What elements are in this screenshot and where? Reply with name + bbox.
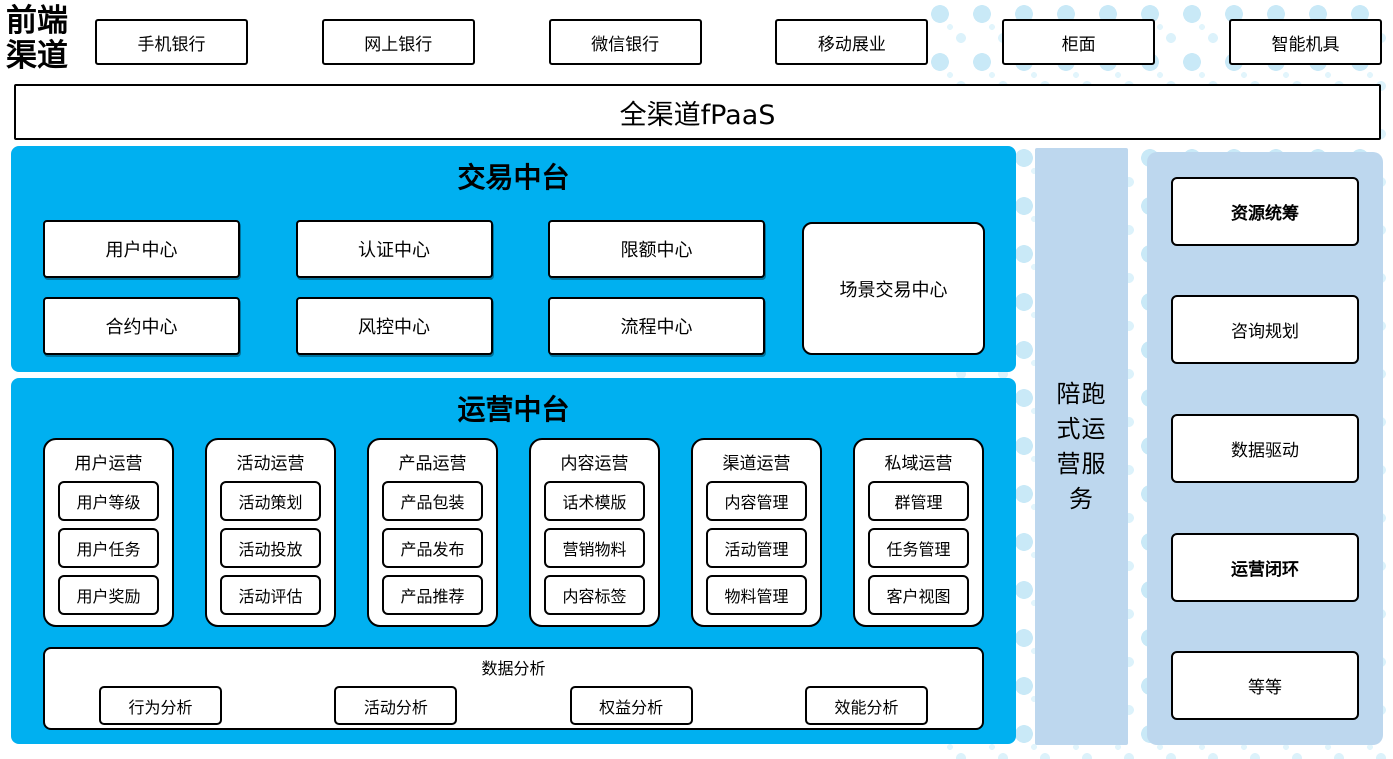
operation-column-title: 活动运营 xyxy=(236,454,305,474)
transaction-center-box: 流程中心 xyxy=(548,297,765,355)
service-item-box: 等等 xyxy=(1171,651,1359,721)
channel-box: 智能机具 xyxy=(1228,19,1382,65)
operation-item-box: 用户任务 xyxy=(58,528,159,568)
operation-item-box: 活动管理 xyxy=(706,528,807,568)
operation-item-box: 活动评估 xyxy=(220,575,321,615)
operation-item-box: 产品发布 xyxy=(382,528,483,568)
operation-column: 私域运营群管理任务管理客户视图 xyxy=(853,438,984,627)
operation-column-title: 产品运营 xyxy=(398,454,467,474)
operation-platform-block: 运营中台 用户运营用户等级用户任务用户奖励活动运营活动策划活动投放活动评估产品运… xyxy=(11,378,1016,744)
companion-service-bar: 陪跑式运营服务 xyxy=(1035,148,1128,745)
transaction-row-2: 合约中心风控中心流程中心 xyxy=(43,297,765,355)
operation-column: 产品运营产品包装产品发布产品推荐 xyxy=(367,438,498,627)
analysis-box: 效能分析 xyxy=(804,686,928,725)
operation-item-box: 话术模版 xyxy=(544,481,645,521)
front-channel-label: 前端 渠道 xyxy=(6,4,68,74)
transaction-center-box: 风控中心 xyxy=(295,297,493,355)
companion-service-label: 陪跑式运营服务 xyxy=(1056,379,1107,513)
operation-item-box: 活动策划 xyxy=(220,481,321,521)
analysis-box: 行为分析 xyxy=(99,686,222,725)
transaction-box-grid: 用户中心认证中心限额中心 合约中心风控中心流程中心 xyxy=(43,220,765,355)
channel-box: 移动展业 xyxy=(775,19,929,65)
service-items-panel: 资源统筹咨询规划数据驱动运营闭环等等 xyxy=(1147,152,1383,745)
fpaas-bar: 全渠道fPaaS xyxy=(14,84,1381,140)
operation-column-title: 用户运营 xyxy=(74,454,143,474)
transaction-center-box: 用户中心 xyxy=(43,220,240,278)
operation-column: 内容运营话术模版营销物料内容标签 xyxy=(529,438,660,627)
operation-item-box: 群管理 xyxy=(868,481,969,521)
fpaas-bar-label: 全渠道fPaaS xyxy=(619,99,776,131)
data-analysis-row: 行为分析 活动分析 权益分析 效能分析 xyxy=(45,686,982,725)
service-item-box: 运营闭环 xyxy=(1171,532,1359,602)
front-channel-label-line1: 前端 xyxy=(6,3,68,39)
transaction-center-box: 认证中心 xyxy=(295,220,493,278)
operation-item-box: 内容标签 xyxy=(544,575,645,615)
operation-item-box: 客户视图 xyxy=(868,575,969,615)
channel-box: 手机银行 xyxy=(95,19,248,65)
operation-item-box: 物料管理 xyxy=(706,575,807,615)
operation-item-box: 内容管理 xyxy=(706,481,807,521)
operation-item-box: 用户奖励 xyxy=(58,575,159,615)
service-item-box: 数据驱动 xyxy=(1171,413,1359,483)
front-channel-label-line2: 渠道 xyxy=(6,38,68,74)
analysis-box: 权益分析 xyxy=(569,686,693,725)
channel-box: 柜面 xyxy=(1002,19,1156,65)
operation-column-title: 内容运营 xyxy=(560,454,629,474)
data-analysis-panel: 数据分析 行为分析 活动分析 权益分析 效能分析 xyxy=(43,647,984,730)
operation-columns: 用户运营用户等级用户任务用户奖励活动运营活动策划活动投放活动评估产品运营产品包装… xyxy=(43,438,984,627)
channel-box: 网上银行 xyxy=(321,19,475,65)
operation-column-title: 私域运营 xyxy=(884,454,953,474)
transaction-row-1: 用户中心认证中心限额中心 xyxy=(43,220,765,278)
analysis-box: 活动分析 xyxy=(334,686,458,725)
operation-item-box: 产品包装 xyxy=(382,481,483,521)
channel-row: 手机银行 网上银行 微信银行 移动展业 柜面 智能机具 xyxy=(95,19,1382,67)
service-item-box: 咨询规划 xyxy=(1171,295,1359,365)
scene-transaction-center-label: 场景交易中心 xyxy=(839,279,948,301)
scene-transaction-center-box: 场景交易中心 xyxy=(802,222,985,355)
operation-column-title: 渠道运营 xyxy=(722,454,791,474)
transaction-platform-block: 交易中台 用户中心认证中心限额中心 合约中心风控中心流程中心 场景交易中心 xyxy=(11,146,1016,372)
operation-platform-title: 运营中台 xyxy=(457,393,570,426)
data-analysis-title: 数据分析 xyxy=(481,659,546,678)
channel-box: 微信银行 xyxy=(548,19,702,65)
operation-item-box: 营销物料 xyxy=(544,528,645,568)
service-item-box: 资源统筹 xyxy=(1171,176,1359,246)
operation-item-box: 产品推荐 xyxy=(382,575,483,615)
transaction-center-box: 合约中心 xyxy=(43,297,240,355)
transaction-platform-title: 交易中台 xyxy=(457,161,570,194)
operation-column: 活动运营活动策划活动投放活动评估 xyxy=(205,438,336,627)
operation-item-box: 活动投放 xyxy=(220,528,321,568)
transaction-center-box: 限额中心 xyxy=(548,220,765,278)
operation-item-box: 任务管理 xyxy=(868,528,969,568)
operation-column: 渠道运营内容管理活动管理物料管理 xyxy=(691,438,822,627)
operation-column: 用户运营用户等级用户任务用户奖励 xyxy=(43,438,174,627)
operation-item-box: 用户等级 xyxy=(58,481,159,521)
